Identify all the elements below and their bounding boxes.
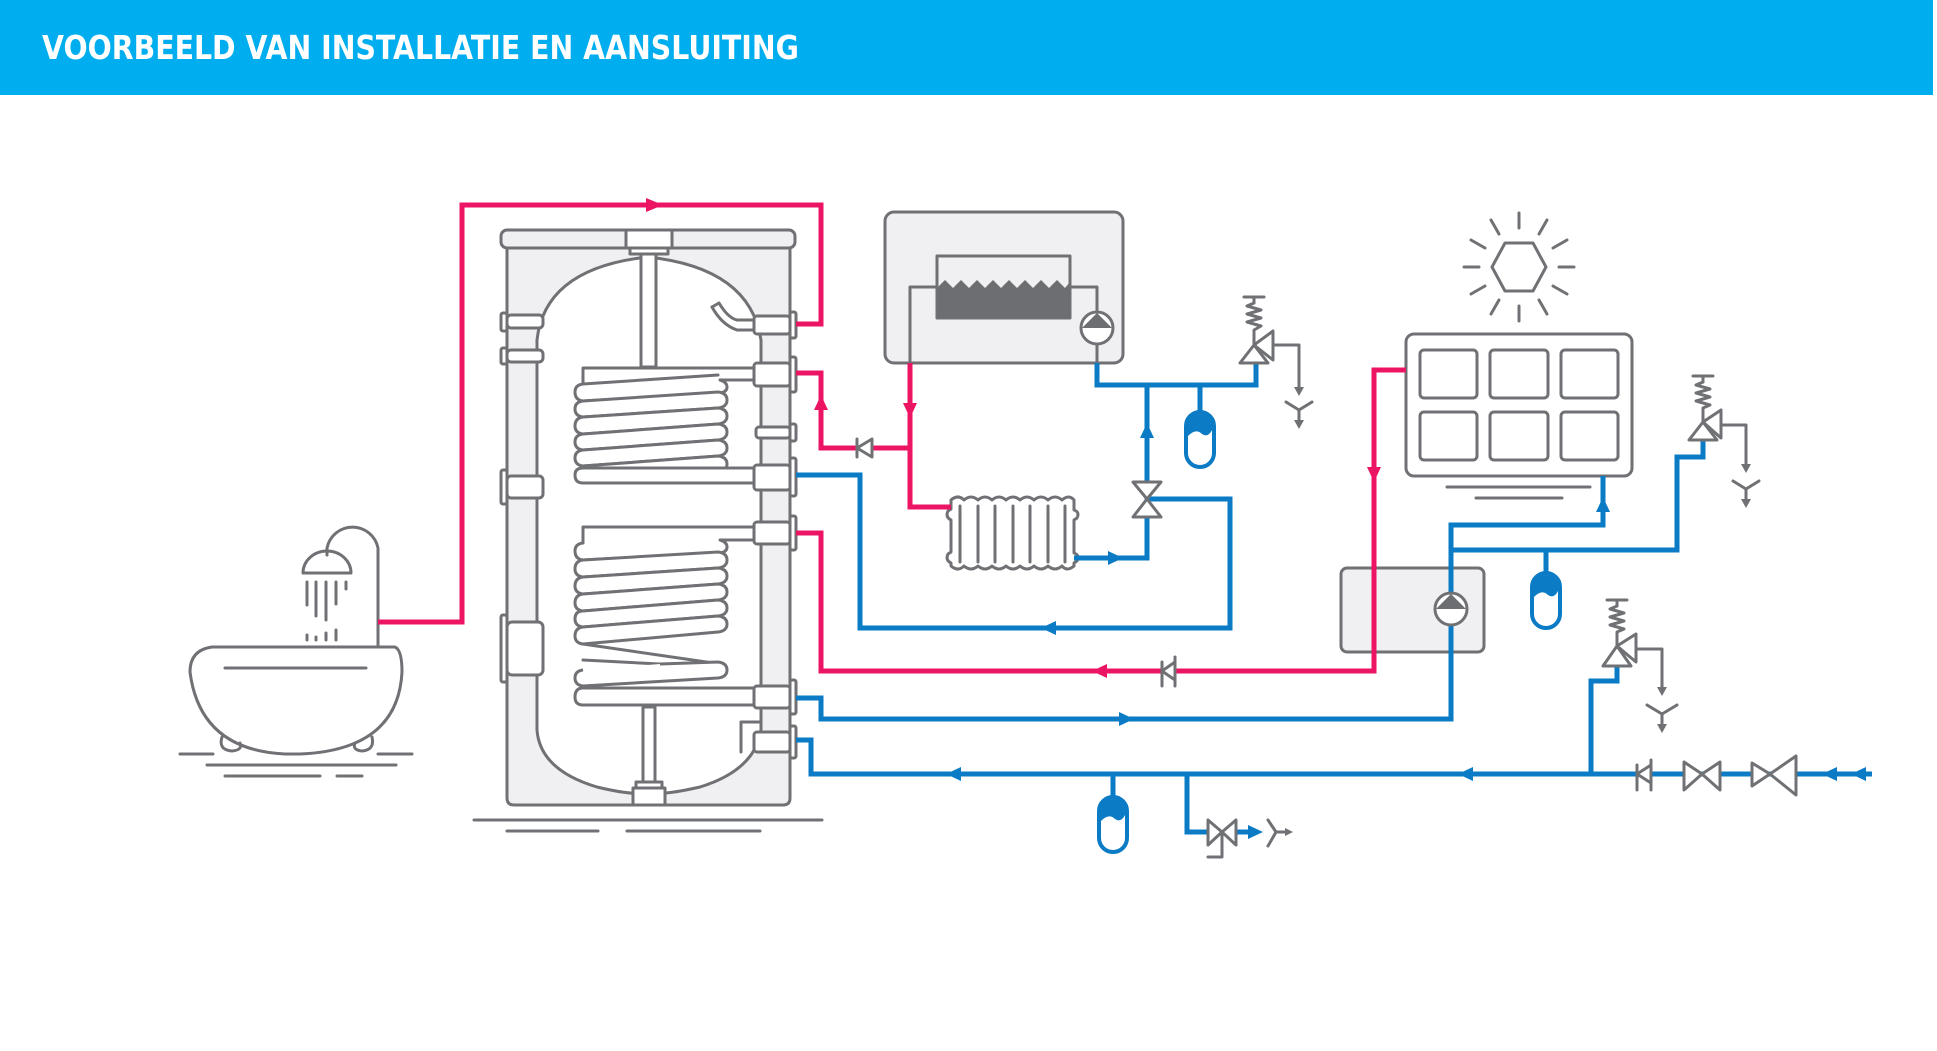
cold-pipe-radiator-return bbox=[1074, 385, 1150, 561]
arrow-left-icon bbox=[1822, 767, 1837, 781]
cold-pipe-mains bbox=[796, 737, 1872, 777]
arrow-left-icon bbox=[946, 767, 961, 781]
arrow-left-icon bbox=[646, 198, 663, 212]
arrow-up-icon bbox=[1596, 497, 1610, 512]
safety-valve-icon bbox=[1601, 598, 1679, 733]
expansion-vessel-icon bbox=[1097, 795, 1129, 854]
bath-shower-icon bbox=[178, 525, 414, 778]
arrow-left-icon bbox=[1092, 664, 1107, 678]
title-banner: VOORBEELD VAN INSTALLATIE EN AANSLUITING bbox=[0, 0, 1933, 95]
hot-pipe-shower bbox=[378, 202, 824, 625]
arrow-up-icon bbox=[1140, 423, 1154, 438]
sun-icon bbox=[1462, 211, 1576, 323]
arrow-left-icon bbox=[1458, 767, 1473, 781]
expansion-vessel-icon bbox=[1184, 410, 1216, 469]
cold-pipe-solar-return bbox=[796, 625, 1454, 722]
lower-heating-coil bbox=[573, 525, 756, 707]
check-valve-icon bbox=[1635, 758, 1653, 792]
solar-pump-icon bbox=[1433, 591, 1469, 627]
check-valve-icon bbox=[1160, 655, 1177, 688]
drain-funnel-icon bbox=[1266, 818, 1293, 848]
check-valve-icon bbox=[855, 437, 874, 459]
arrow-down-icon bbox=[1367, 467, 1381, 482]
drain-valve-icon bbox=[1206, 818, 1238, 859]
radiator-icon bbox=[945, 495, 1080, 571]
arrow-left-icon bbox=[1851, 767, 1866, 781]
boiler-icon bbox=[883, 210, 1937, 365]
solar-pump-station-icon bbox=[1339, 566, 1486, 654]
shutoff-valve-icon bbox=[1682, 760, 1722, 792]
arrow-down-icon bbox=[903, 403, 917, 418]
arrow-right-icon bbox=[1119, 712, 1134, 726]
upper-heating-coil bbox=[573, 366, 756, 485]
safety-valve-icon bbox=[1687, 374, 1761, 508]
arrow-right-icon bbox=[1108, 551, 1123, 565]
solar-collector-icon bbox=[1404, 332, 1634, 500]
cold-pipe-boiler-top bbox=[1094, 363, 1259, 388]
flow-arrows bbox=[646, 198, 1866, 839]
arrow-up-icon bbox=[814, 395, 828, 410]
arrow-left-icon bbox=[1041, 621, 1056, 635]
hot-pipe-boiler-out bbox=[907, 363, 951, 510]
safety-valve-icon bbox=[1238, 295, 1314, 429]
arrow-right-icon bbox=[1248, 825, 1263, 839]
expansion-vessel-icon bbox=[1530, 571, 1562, 630]
storage-tank-icon bbox=[472, 228, 824, 833]
three-way-valve-icon bbox=[1131, 480, 1163, 519]
hot-pipe-boiler-flow bbox=[796, 370, 910, 451]
shutoff-valve-icon bbox=[1750, 754, 1798, 797]
page-title: VOORBEELD VAN INSTALLATIE EN AANSLUITING bbox=[42, 28, 799, 67]
